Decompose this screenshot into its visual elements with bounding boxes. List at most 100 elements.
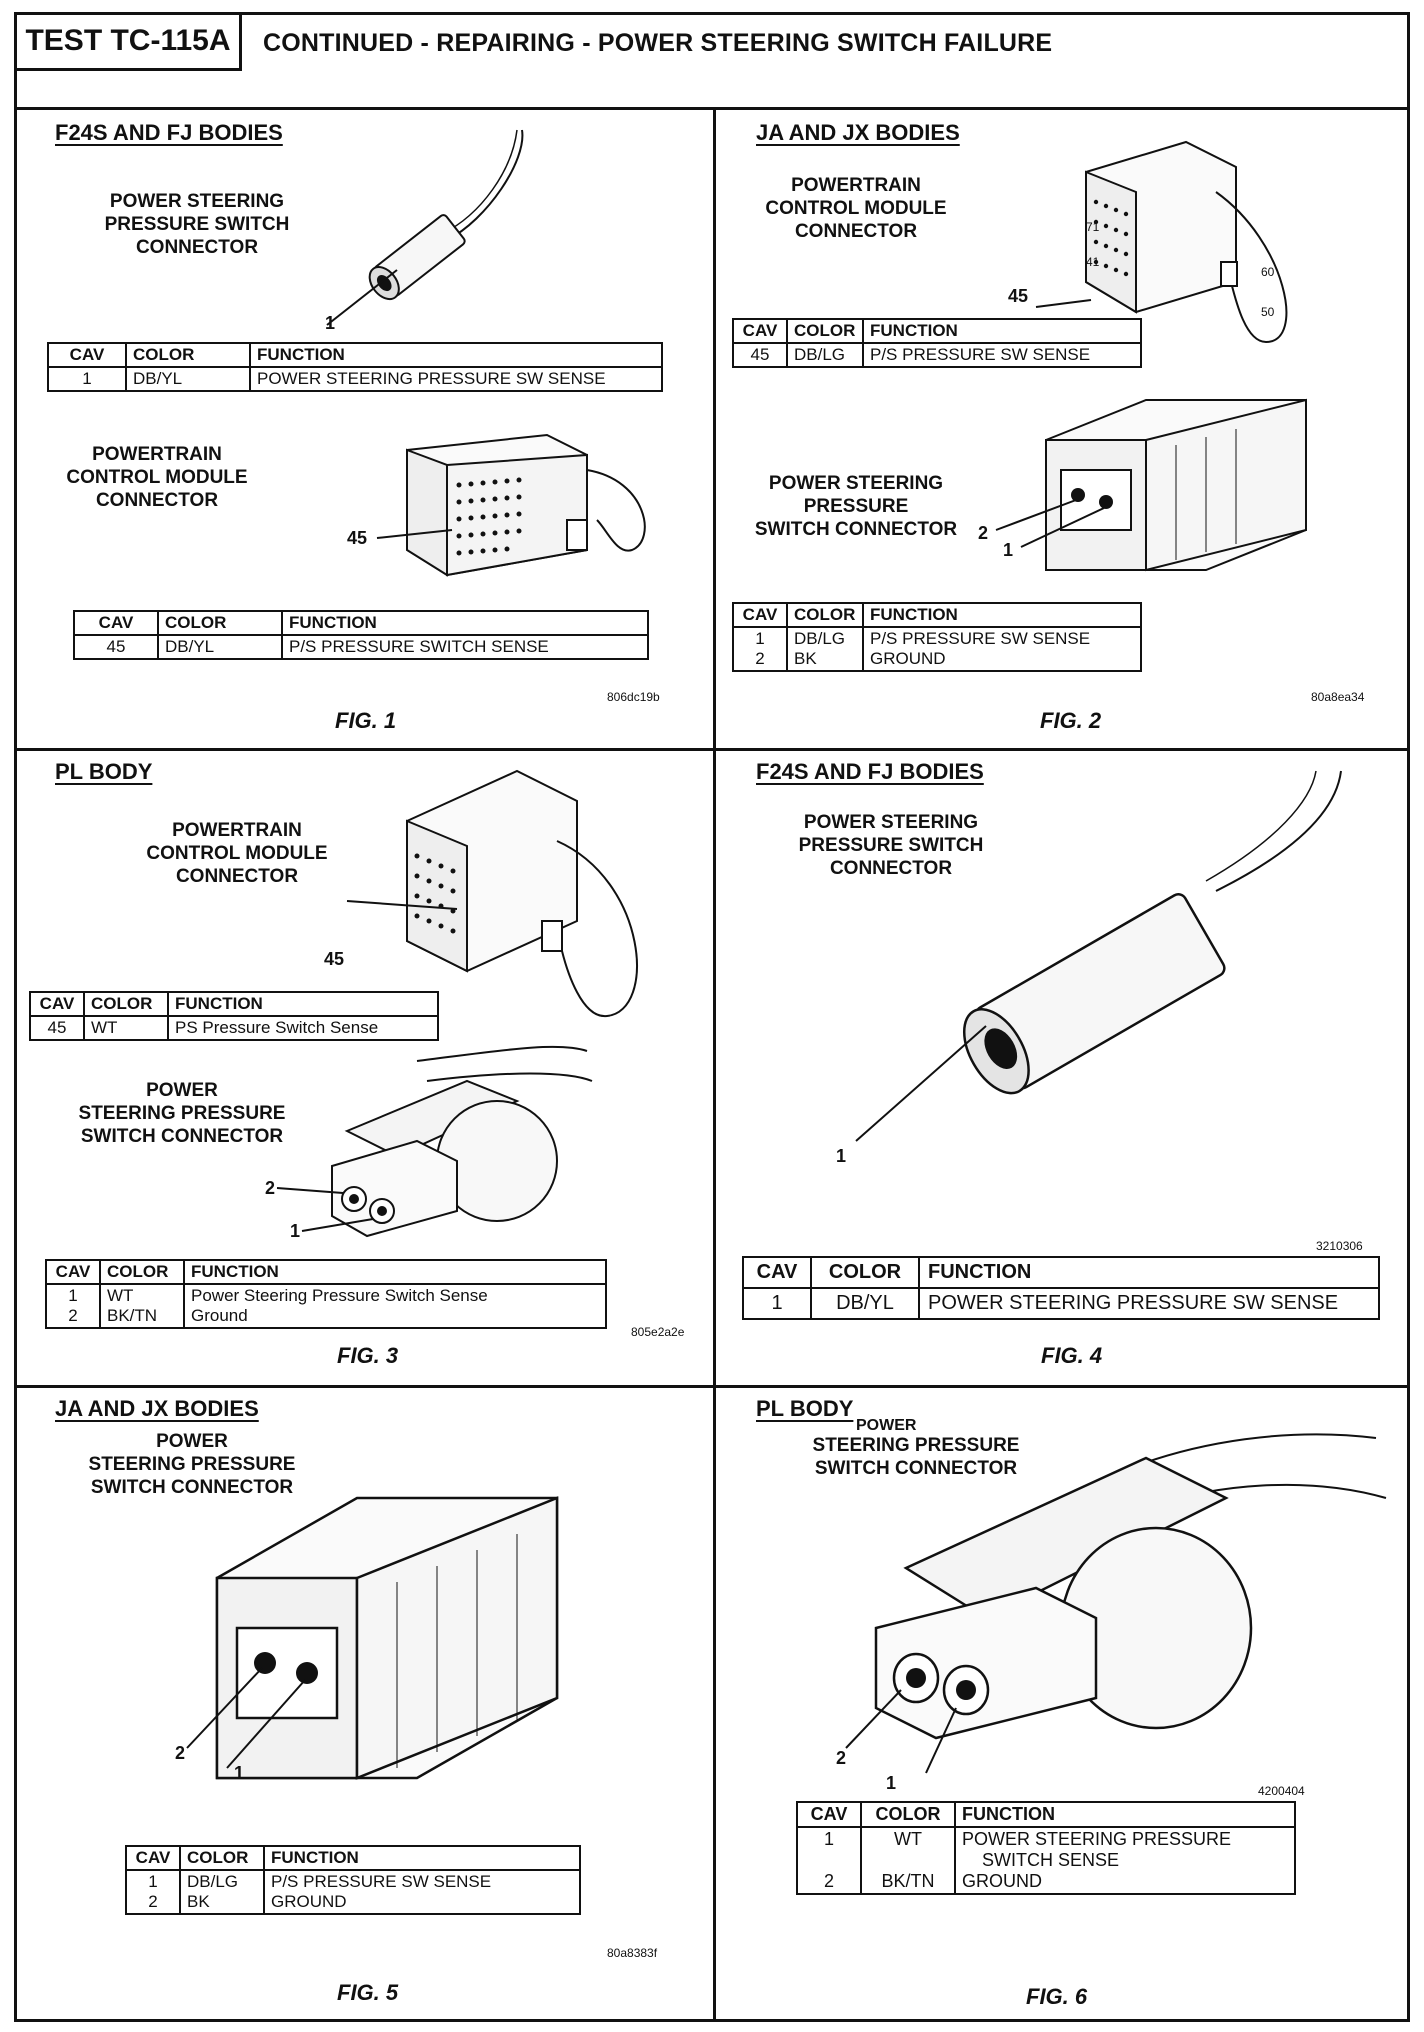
- column-header: COLOR: [860, 1801, 956, 1828]
- column-header: FUNCTION: [862, 318, 1142, 344]
- caption-line: PRESSURE SWITCH: [104, 214, 290, 235]
- caption-line: CONNECTOR: [829, 858, 953, 879]
- callout-1: 1: [836, 1146, 847, 1166]
- column-header: CAV: [796, 1801, 862, 1828]
- table-row: 1 DB/YL POWER STEERING PRESSURE SW SENSE: [742, 1287, 1380, 1320]
- figure-3-label: FIG. 3: [337, 1343, 399, 1368]
- column-header: COLOR: [786, 318, 864, 344]
- table-cell: P/S PRESSURE SW SENSE: [862, 342, 1142, 368]
- caption-line: CONNECTOR: [175, 866, 299, 887]
- table-cell: WT BK/TN: [860, 1826, 956, 1895]
- figure-3-pcm-caption: POWERTRAIN CONTROL MODULE CONNECTOR: [117, 819, 357, 888]
- caption-line: STEERING PRESSURE: [78, 1103, 286, 1124]
- column-header: COLOR: [179, 1845, 265, 1871]
- page-title: CONTINUED - REPAIRING - POWER STEERING S…: [263, 29, 1053, 57]
- caption-line: CONTROL MODULE: [146, 843, 328, 864]
- callout-1: 1: [1003, 540, 1014, 560]
- figure-4-panel: F24S AND FJ BODIES POWER STEERING PRESSU…: [716, 751, 1413, 1385]
- caption-line: SWITCH CONNECTOR: [80, 1126, 284, 1147]
- figure-code: 80a8383f: [607, 1946, 658, 1960]
- figure-2-pcm-caption: POWERTRAIN CONTROL MODULE CONNECTOR: [756, 174, 956, 243]
- cell-line: BK: [794, 649, 817, 668]
- callout-1: 1: [290, 1221, 301, 1241]
- column-header: CAV: [73, 610, 159, 636]
- cell-line: P/S PRESSURE SW SENSE: [271, 1872, 492, 1891]
- figure-3-panel: PL BODY POWERTRAIN CONTROL MODULE CONNEC…: [17, 751, 713, 1385]
- figure-3-title: PL BODY: [55, 759, 153, 784]
- pcm-connector-illustration: [376, 433, 646, 577]
- cell-line: DB/LG: [187, 1872, 239, 1891]
- caption-line: POWER STEERING: [803, 812, 979, 833]
- callout-1: 1: [325, 313, 336, 333]
- column-header: CAV: [742, 1256, 812, 1289]
- cell-line: 1: [823, 1829, 834, 1849]
- test-id: TEST TC-115A: [17, 15, 242, 71]
- cell-line: 1: [148, 1872, 158, 1891]
- figure-1-panel: F24S AND FJ BODIES POWER STEERING PRESSU…: [17, 110, 713, 748]
- column-header: FUNCTION: [281, 610, 649, 636]
- figure-1-pcm-caption: POWERTRAIN CONTROL MODULE CONNECTOR: [47, 443, 267, 512]
- caption-line: POWERTRAIN: [791, 175, 921, 196]
- caption-line: POWER STEERING: [768, 473, 944, 494]
- column-header: FUNCTION: [167, 991, 439, 1017]
- figure-4-label: FIG. 4: [1041, 1343, 1103, 1368]
- cell-line: 1: [755, 629, 765, 648]
- table-header-row: CAV COLOR FUNCTION: [796, 1801, 1296, 1828]
- callout-2: 2: [265, 1178, 276, 1198]
- table-cell: P/S PRESSURE SWITCH SENSE: [281, 634, 649, 660]
- callout-1: 1: [886, 1773, 897, 1793]
- cell-line: 2: [823, 1871, 834, 1891]
- callout-45: 45: [324, 949, 345, 969]
- pcm-connector-illustration: [346, 769, 638, 1018]
- table-cell: 1: [742, 1287, 812, 1320]
- table-cell: 45: [732, 342, 788, 368]
- table-row: 1 DB/YL POWER STEERING PRESSURE SW SENSE: [47, 366, 663, 392]
- table-header-row: CAV COLOR FUNCTION: [732, 602, 1142, 628]
- figure-1-switch-caption: POWER STEERING PRESSURE SWITCH CONNECTOR: [87, 190, 307, 259]
- cell-line: WT: [894, 1829, 922, 1849]
- pin-number: 50: [1261, 305, 1275, 319]
- caption-line: SWITCH CONNECTOR: [814, 1458, 1018, 1479]
- cell-line: POWER STEERING PRESSURE: [962, 1829, 1232, 1849]
- cell-line: Ground: [191, 1306, 248, 1325]
- table-header-row: CAV COLOR FUNCTION: [45, 1259, 607, 1285]
- figure-5-title: JA AND JX BODIES: [55, 1396, 259, 1421]
- switch-connector-illustration: [186, 1496, 559, 1780]
- table-cell: DB/YL: [125, 366, 251, 392]
- figure-4-switch-table: CAV COLOR FUNCTION 1 DB/YL POWER STEERIN…: [742, 1256, 1380, 1320]
- figure-2-switch-caption: POWER STEERING PRESSURE SWITCH CONNECTOR: [736, 472, 976, 541]
- figure-2-title: JA AND JX BODIES: [756, 120, 960, 145]
- pcm-connector-illustration: [1035, 140, 1288, 344]
- table-cell: 1: [47, 366, 127, 392]
- table-header-row: CAV COLOR FUNCTION: [47, 342, 663, 368]
- figure-4-title: F24S AND FJ BODIES: [756, 759, 984, 784]
- figure-1-label: FIG. 1: [335, 708, 397, 733]
- panel-divider-row2: [17, 1385, 1407, 1388]
- caption-line: SWITCH CONNECTOR: [90, 1477, 294, 1498]
- column-header: CAV: [125, 1845, 181, 1871]
- column-header: FUNCTION: [183, 1259, 607, 1285]
- table-header-row: CAV COLOR FUNCTION: [732, 318, 1142, 344]
- callout-2: 2: [836, 1748, 847, 1768]
- table-header-row: CAV COLOR FUNCTION: [29, 991, 439, 1017]
- cell-line: Power Steering Pressure Switch Sense: [191, 1286, 488, 1305]
- figure-4-switch-caption: POWER STEERING PRESSURE SWITCH CONNECTOR: [766, 811, 1016, 880]
- cell-line: 1: [68, 1286, 78, 1305]
- cell-line: DB/LG: [794, 629, 846, 648]
- cell-line: SWITCH SENSE: [982, 1850, 1120, 1870]
- table-cell: DB/LG: [786, 342, 864, 368]
- table-cell: WT: [83, 1015, 169, 1041]
- page-header: TEST TC-115A CONTINUED - REPAIRING - POW…: [17, 15, 1407, 110]
- figure-5-switch-caption: POWER STEERING PRESSURE SWITCH CONNECTOR: [67, 1430, 317, 1499]
- caption-line: STEERING PRESSURE: [88, 1454, 296, 1475]
- figure-6-label: FIG. 6: [1026, 1984, 1088, 2009]
